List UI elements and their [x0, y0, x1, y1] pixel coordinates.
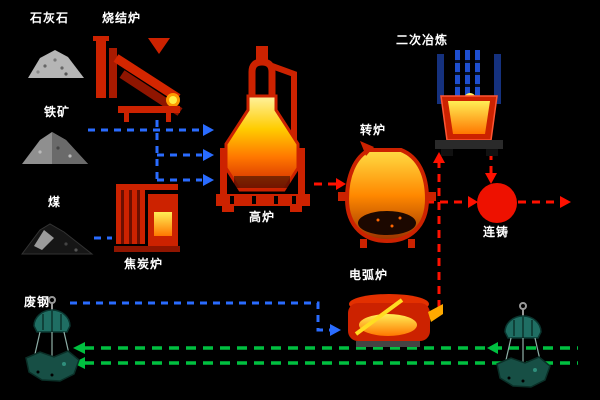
electric-arc-furnace-icon: [348, 294, 443, 347]
label-blast-furnace: 高炉: [249, 210, 276, 224]
label-limestone: 石灰石: [30, 11, 70, 25]
scrap-claw-left-icon: [25, 296, 80, 382]
label-sintering-furnace: 烧结炉: [102, 11, 142, 25]
arrow-scrap-to-eaf-icon: [70, 301, 330, 332]
label-continuous-casting: 连铸: [483, 225, 510, 239]
flow-arrows: [70, 120, 578, 369]
sintering-furnace-icon: [93, 36, 183, 122]
blast-furnace-icon: [216, 46, 310, 212]
arrowheads-blue-icon: [203, 124, 214, 186]
converter-icon: [338, 141, 436, 248]
arrowhead-scrap-to-eaf-icon: [330, 324, 341, 336]
label-iron-ore: 铁矿: [44, 105, 71, 119]
arrowheads-red-icon: [336, 152, 571, 208]
label-electric-arc-furnace: 电弧炉: [349, 268, 389, 282]
coking-furnace-icon: [114, 184, 180, 252]
continuous-casting-icon: [477, 183, 517, 223]
label-converter: 转炉: [360, 123, 387, 137]
limestone-pile-icon: [28, 50, 84, 78]
arrowheads-green-icon: [73, 342, 498, 369]
arrow-ore-to-blast-furnace-icon: [88, 120, 202, 240]
coal-pile-icon: [21, 223, 94, 255]
iron-ore-pile-icon: [22, 132, 88, 164]
scrap-claw-right-icon: [496, 302, 551, 388]
secondary-refining-icon: [435, 50, 503, 156]
label-coal: 煤: [48, 195, 62, 209]
label-scrap-steel: 废钢: [24, 295, 51, 309]
label-secondary-refining: 二次冶炼: [396, 33, 449, 47]
label-coking-furnace: 焦炭炉: [124, 257, 164, 271]
